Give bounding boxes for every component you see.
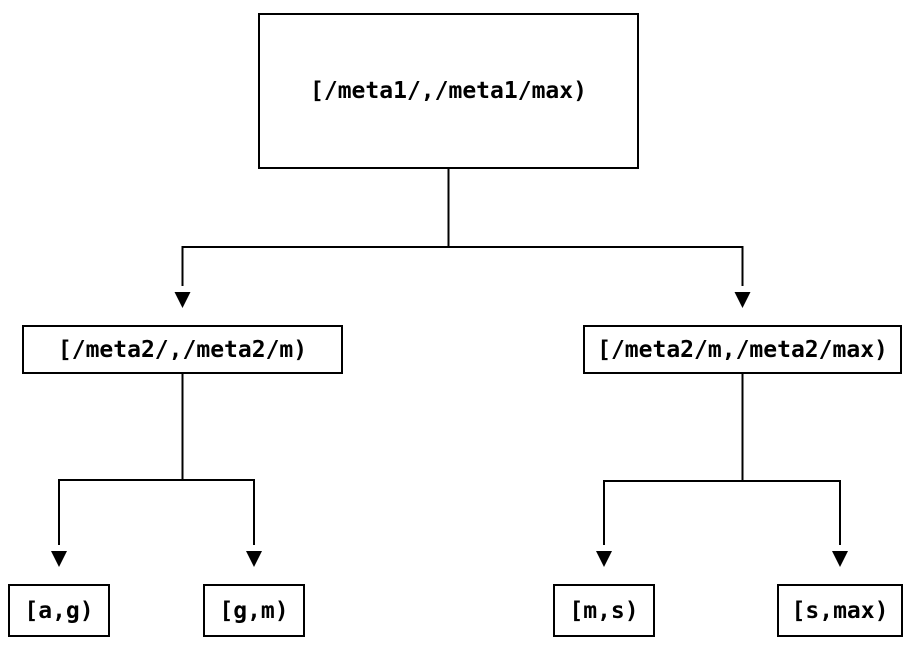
arrowhead-down-icon	[596, 551, 612, 567]
node-meta2-high: [/meta2/m,/meta2/max)	[583, 325, 902, 374]
node-leaf-gm: [g,m)	[203, 584, 305, 637]
node-leaf-ms: [m,s)	[553, 584, 655, 637]
arrowhead-down-icon	[174, 292, 191, 308]
node-meta2-low-label: [/meta2/,/meta2/m)	[57, 336, 308, 363]
edge-root-to-level2	[181, 169, 744, 286]
edge-meta2low-to-leaves	[58, 374, 255, 545]
node-leaf-gm-label: [g,m)	[219, 597, 289, 624]
node-root-label: [/meta1/,/meta1/max)	[310, 78, 587, 104]
edge-meta2high-to-leaves	[603, 374, 841, 545]
arrowhead-down-icon	[832, 551, 848, 567]
arrowhead-down-icon	[734, 292, 751, 308]
node-leaf-smax-label: [s,max)	[791, 597, 889, 624]
node-meta2-low: [/meta2/,/meta2/m)	[22, 325, 343, 374]
node-leaf-ag-label: [a,g)	[24, 597, 94, 624]
node-leaf-smax: [s,max)	[777, 584, 903, 637]
arrowhead-down-icon	[51, 551, 67, 567]
arrowhead-down-icon	[246, 551, 262, 567]
node-leaf-ms-label: [m,s)	[569, 597, 639, 624]
node-meta2-high-label: [/meta2/m,/meta2/max)	[597, 336, 888, 363]
node-leaf-ag: [a,g)	[8, 584, 110, 637]
node-root: [/meta1/,/meta1/max)	[258, 13, 639, 169]
